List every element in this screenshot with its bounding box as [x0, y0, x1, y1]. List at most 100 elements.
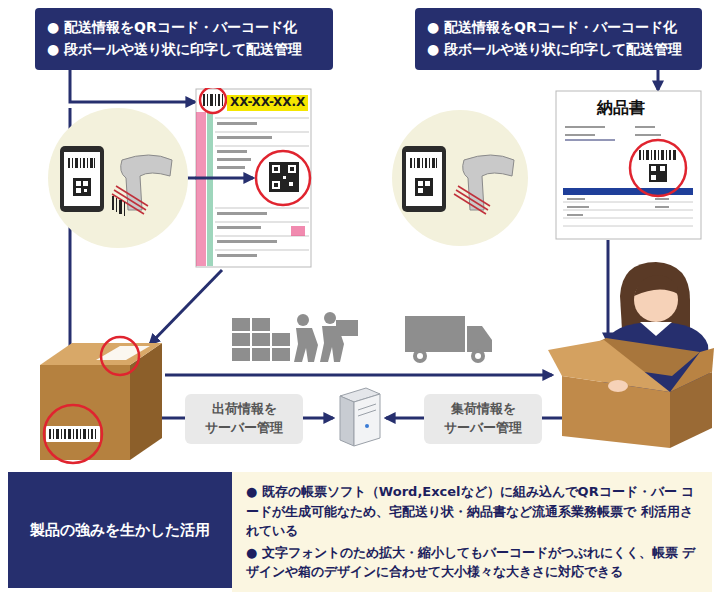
scanner-icon-left-part [48, 108, 188, 248]
scanner-icon-left-part [84, 189, 87, 192]
truck-icon [405, 316, 492, 363]
shipping-label-drawing-part [215, 118, 309, 250]
shipping-label-drawing-part [272, 165, 296, 189]
workers-icon-part [252, 318, 270, 331]
scanner-icon-left-part [121, 155, 172, 210]
truck-icon-part [413, 349, 427, 363]
delivery-note-drawing-part [565, 126, 661, 136]
scanner-icon-left-part-part [116, 198, 117, 212]
scanner-icon-right-part [454, 186, 490, 214]
workers-icon-part [272, 348, 290, 361]
shipping-label-drawing-part [207, 112, 213, 266]
shipping-label-drawing-part-part [218, 94, 220, 106]
scanner-icon-left-part-part [80, 158, 81, 168]
workers-icon-part [272, 333, 290, 346]
person-with-box-part [634, 275, 678, 296]
delivery-note-text: 納品書 [595, 98, 647, 117]
flow-arrow [70, 70, 195, 102]
scanner-icon-right [392, 110, 528, 246]
feature-list-text: ● 文字フォントのため拡大・縮小してもバーコードがつぶれにくく、帳票 デザインや… [246, 543, 698, 582]
cardboard-box-part [44, 405, 102, 463]
shipping-label-drawing-part [200, 88, 226, 113]
workers-icon-part [232, 333, 250, 346]
delivery-note-drawing-part-part [658, 150, 659, 160]
scanner-icon-left-part-part [68, 158, 70, 168]
delivery-note-drawing-part-part [565, 126, 605, 128]
delivery-note-drawing-part-part [639, 150, 641, 160]
truck-icon-part [475, 353, 481, 359]
delivery-note-drawing-part-part [563, 202, 693, 203]
shipping-label-drawing-part [256, 151, 310, 205]
delivery-note-drawing-part-part [643, 150, 644, 160]
cardboard-box-part-part [88, 429, 89, 439]
scanner-icon-right-part-part [415, 178, 433, 196]
shipping-label-drawing-part [274, 167, 294, 187]
scanner-icon-left-part [112, 186, 148, 214]
delivery-note-drawing-part-part [673, 150, 676, 160]
scanner-icon-right-part-part [456, 190, 488, 210]
delivery-note-drawing-part-part [563, 210, 693, 211]
scanner-icon-left-part [60, 146, 104, 212]
feature-heading: 製品の強みを生かした活用 [8, 472, 232, 588]
person-with-box-part [670, 348, 714, 392]
server-icon [340, 388, 380, 446]
delivery-note: 納品書 [555, 90, 702, 240]
server-icon-part [354, 394, 380, 446]
scanner-icon-left-part-part [124, 202, 125, 216]
scanner-icon-left-part-part [72, 158, 73, 168]
workers-icon-part [232, 348, 250, 361]
shipping-label-drawing-part-part [217, 212, 267, 215]
delivery-note-drawing-part-part [651, 166, 656, 171]
cardboard-box-part-part [76, 429, 78, 439]
scanner-icon-left-part-part [90, 158, 93, 168]
cardboard-box-part-part [56, 429, 59, 439]
cardboard-box-part [101, 337, 139, 375]
scanner-icon-right-part [410, 158, 437, 196]
scanner-icon-right-part-part [414, 158, 415, 168]
delivery-note-drawing-part-part [651, 175, 656, 180]
workers-icon-part [252, 333, 270, 346]
workers-icon-part [324, 312, 336, 324]
feature-list-text: ● 既存の帳票ソフト（Word,Excelなど）に組み込んでQRコード・バー コ… [246, 482, 698, 541]
server-note-text: 出荷情報を サーバー管理 [193, 400, 295, 438]
delivery-note-drawing-part-part [655, 198, 669, 200]
info-box: ● 配送情報をQRコード・バーコード化● 段ボールや送り状に印字して配送管理 [35, 8, 333, 70]
scanner-icon-left-part [64, 152, 100, 206]
shipping-label-drawing-part-part [217, 122, 257, 125]
person-with-box-part [640, 322, 672, 336]
scanner-icon-right-part [418, 188, 423, 193]
delivery-note-drawing-part-part [649, 164, 667, 182]
info-box-text: ● 配送情報をQRコード・バーコード化 [427, 17, 690, 39]
delivery-note-drawing-part-part [567, 198, 585, 200]
shipping-label-drawing-part-part [289, 182, 293, 186]
shipping-label-drawing-part-part [215, 118, 309, 119]
person-with-box-part [670, 372, 712, 448]
scanner-icon-left-part-part [83, 158, 85, 168]
scanner-icon-right-part-part [436, 158, 437, 168]
delivery-note-drawing-part-part [669, 150, 671, 160]
shipping-label-drawing-part [195, 177, 253, 180]
scanner-icon-left-part [76, 188, 81, 193]
shipping-label-drawing-part-part [217, 136, 272, 139]
delivery-note-drawing-part [639, 150, 676, 182]
scanner-icon-right-part [402, 146, 446, 212]
info-box-text: ● 配送情報をQRコード・バーコード化 [47, 17, 321, 39]
delivery-note-drawing-part-part [654, 150, 656, 160]
delivery-note-drawing-part [630, 140, 686, 196]
scanner-icon-left [48, 108, 188, 248]
shipping-label-drawing-part [291, 226, 305, 236]
delivery-note-drawing-part [567, 198, 669, 216]
shipping-label-drawing-part-part [215, 222, 309, 223]
cardboard-box-part [49, 429, 96, 439]
delivery-note-drawing-part [651, 166, 665, 180]
shipping-label-drawing-part [217, 122, 277, 257]
shipping-label-drawing-part-part [215, 250, 309, 251]
scanner-icon-right-part [463, 155, 514, 210]
delivery-note-drawing-part [556, 91, 701, 239]
truck-icon-part [471, 349, 485, 363]
delivery-note-drawing-part-part [635, 126, 655, 128]
scanner-icon-left-part-part [112, 196, 114, 210]
scanner-icon-right-part [418, 181, 423, 186]
scanner-icon-right-part-part [417, 158, 420, 168]
